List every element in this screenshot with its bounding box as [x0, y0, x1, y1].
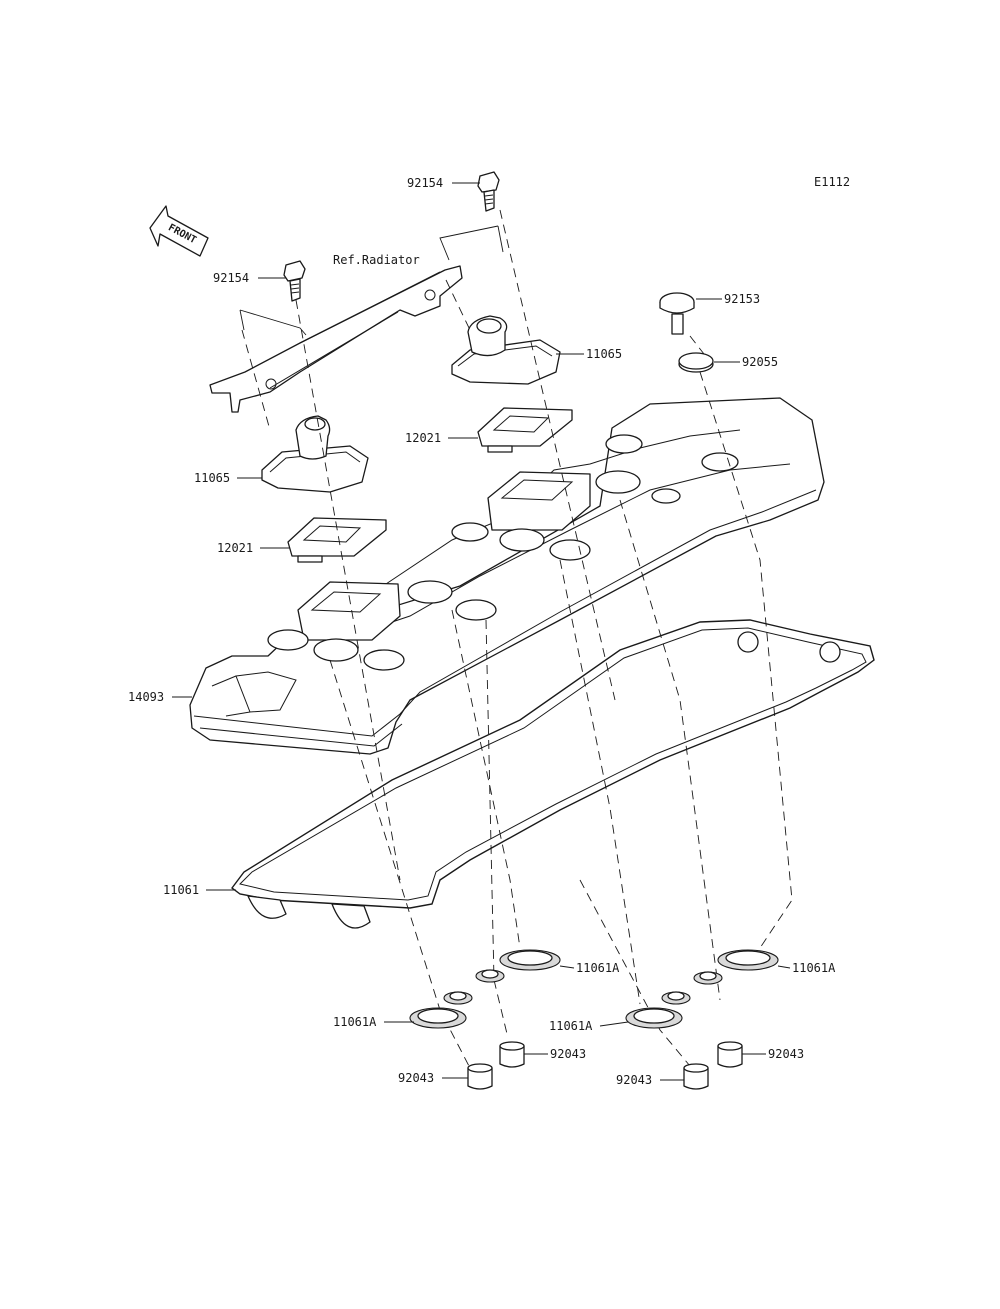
label-92153: 92153 [724, 292, 760, 306]
collar-1 [499, 1041, 525, 1068]
front-arrow-icon: FRONT [149, 205, 209, 257]
ref-note: Ref.Radiator [333, 253, 420, 267]
label-14093: 14093 [128, 690, 164, 704]
bolt-92154-left [283, 260, 306, 302]
label-92055: 92055 [742, 355, 778, 369]
label-92043-4: 92043 [616, 1073, 652, 1087]
label-92154-left: 92154 [213, 271, 249, 285]
label-12021-right: 12021 [405, 431, 441, 445]
collar-group [467, 1041, 743, 1090]
diagram-code: E1112 [814, 175, 850, 189]
collar-4 [683, 1063, 709, 1090]
label-12021-left: 12021 [217, 541, 253, 555]
label-92154-top: 92154 [407, 176, 443, 190]
leader-lines [172, 182, 791, 1081]
label-11061a-2: 11061A [792, 961, 836, 975]
collar-2 [467, 1063, 493, 1090]
label-11065-left: 11065 [194, 471, 230, 485]
label-11061a-1: 11061A [576, 961, 620, 975]
plug-gasket-group [409, 949, 779, 1029]
breather-cover-left [261, 415, 369, 493]
bolt-92153 [659, 292, 695, 335]
breather-cover-right [451, 315, 561, 385]
plate-right [477, 407, 573, 453]
callout-labels: 92154 92154 92153 92055 11065 11065 1202… [128, 176, 836, 1087]
label-92043-3: 92043 [398, 1071, 434, 1085]
label-11061a-4: 11061A [549, 1019, 593, 1033]
label-11061a-3: 11061A [333, 1015, 377, 1029]
radiator-bracket [209, 265, 463, 413]
label-11061: 11061 [163, 883, 199, 897]
washer-92055 [678, 352, 714, 373]
bolt-92154-top [477, 171, 500, 212]
collar-3 [717, 1041, 743, 1068]
label-92043-1: 92043 [550, 1047, 586, 1061]
head-cover-gasket [231, 619, 875, 929]
label-11065-right: 11065 [586, 347, 622, 361]
plate-left [287, 517, 387, 563]
cylinder-head-cover [189, 397, 825, 755]
label-92043-2: 92043 [768, 1047, 804, 1061]
